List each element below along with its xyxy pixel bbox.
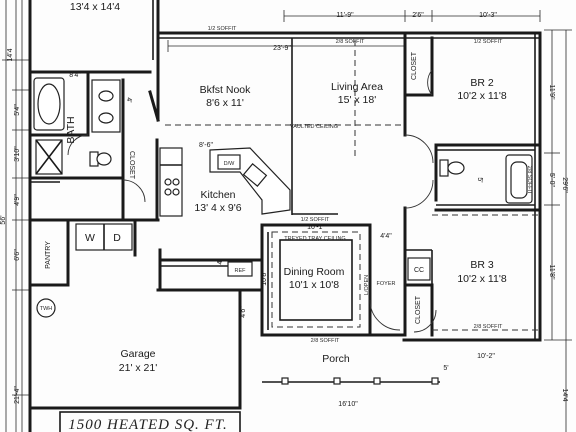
dim-span-23-9: 23'-9" [273, 45, 291, 52]
note-soffit-mid: 2/8 SOFFIT [336, 39, 365, 45]
porch-posts [262, 377, 440, 385]
dim-bottom-5: 5' [443, 365, 448, 372]
top-dimension-lines [167, 10, 541, 52]
kitchen-counters [159, 147, 183, 217]
double-vanity [91, 79, 121, 133]
dim-bottom-16-10: 16'10" [338, 401, 358, 408]
dim-top-10-3: 10'-3" [479, 12, 497, 19]
note-soffit-porch: 2/8 SOFFIT [311, 338, 340, 344]
coat-closet-box [407, 257, 431, 281]
toilet-bath-2 [439, 159, 465, 177]
room-porch: Porch [322, 353, 350, 365]
room-kitchen-name: Kitchen [200, 189, 235, 201]
room-dining-size: 10'1 x 10'8 [289, 279, 339, 291]
water-heater-label: TWH [40, 306, 53, 312]
coat-closet-label: CC [414, 267, 424, 274]
title-box [59, 411, 241, 432]
interior-walls [28, 31, 542, 410]
bath-2-tub [505, 154, 533, 204]
note-lopen: L/OPEN [364, 275, 370, 295]
room-pantry: PANTRY [45, 241, 52, 269]
room-dining-name: Dining Room [284, 266, 345, 278]
note-tray-ceiling: TREYED TRAY CEILING [284, 236, 345, 242]
dim-foyer-4-4: 4'4" [380, 233, 392, 240]
dim-side-5: 5' [476, 177, 483, 182]
dim-dining-10-1: 10'-1" [307, 224, 325, 231]
room-top-left-size: 13'4 x 14'4 [70, 1, 120, 13]
fridge-label: REF [235, 268, 247, 274]
room-garage-name: Garage [120, 348, 155, 360]
tray-ceiling-outline [271, 231, 361, 328]
dim-top-2-6: 2'6" [412, 12, 424, 19]
dim-dining-10-8: 10'8" [261, 270, 268, 286]
room-living-size: 15' x 18' [338, 94, 376, 106]
dim-side-4: 4' [217, 259, 224, 264]
dim-right-11-8: 11'8" [548, 265, 555, 280]
dim-right-outer-29-6: 29'6" [561, 177, 568, 193]
room-br3-size: 10'2 x 11'8 [457, 273, 507, 285]
dim-left-3-10: 3'10" [14, 146, 21, 162]
dim-left-outer-56: 56' [0, 215, 7, 224]
dim-bottom-10-2: 10'-2" [477, 353, 495, 360]
note-soffit-top: 1/2 SOFFIT [208, 26, 237, 32]
shower-stall [35, 139, 63, 175]
washer-label: W [85, 232, 95, 244]
room-br2-name: BR 2 [470, 77, 494, 89]
dishwasher-label: D/W [224, 161, 236, 167]
toilet-master [89, 151, 112, 167]
dim-left-outer-14-4: 14'4 [7, 48, 14, 61]
dim-left-6-6: 6'6" [14, 249, 21, 261]
tray-ceiling-inner [279, 239, 353, 321]
room-kitchen-size: 13' 4 x 9'6 [194, 202, 241, 214]
dim-right-5-0: 5'-0" [548, 173, 555, 187]
room-closet-bath: CLOSET [128, 151, 135, 180]
dim-left-5-4: 5'4" [14, 104, 21, 116]
water-heater [36, 298, 56, 318]
note-vaulted: VAULTED CEILING [290, 124, 338, 130]
room-bkfst-size: 8'6 x 11' [206, 97, 244, 109]
dryer-label: D [113, 232, 121, 244]
kitchen-peninsula [209, 147, 291, 215]
exterior-walls [28, 0, 542, 432]
note-soffit-right-a: 1/2 SOFFIT [474, 39, 503, 45]
room-br2-size: 10'2 x 11'8 [457, 90, 507, 102]
left-dimension-lines [2, 0, 30, 432]
room-bath-label: BATH [65, 116, 77, 143]
dim-right-outer-14-4: 14'4 [561, 388, 568, 401]
dim-left-21-4: 21'-4" [14, 386, 21, 404]
refrigerator [227, 261, 253, 277]
room-closet-br2: CLOSET [411, 51, 418, 80]
dim-porch-4-6: 4'6" [240, 306, 247, 318]
dim-4: 4' [125, 97, 132, 102]
room-garage-size: 21' x 21' [119, 362, 157, 374]
dim-kitchen-8-6: 8'-6" [199, 142, 213, 149]
note-soffit-dining: 1/2 SOFFIT [301, 217, 330, 223]
dim-top-11-9: 11'-9" [336, 12, 354, 19]
room-closet-br3: CLOSET [415, 295, 422, 324]
room-bkfst-name: Bkfst Nook [200, 84, 252, 96]
room-br3-name: BR 3 [470, 259, 494, 271]
bathtub [33, 77, 65, 131]
door-swings [67, 69, 437, 333]
room-foyer: FOYER [377, 281, 396, 287]
dim-bath-8-4: 8'4" [69, 72, 81, 79]
dim-left-4-9: 4'9" [14, 194, 21, 206]
right-dimension-lines [544, 29, 572, 432]
plan-title: 1500 HEATED SQ. FT. [68, 417, 227, 432]
dim-right-11-9: 11'9" [548, 85, 555, 100]
note-soffit-right-b: 2/8 SOFFIT [526, 166, 532, 195]
note-soffit-right-c: 2/8 SOFFIT [474, 324, 503, 330]
room-living-name: Living Area [331, 81, 383, 93]
